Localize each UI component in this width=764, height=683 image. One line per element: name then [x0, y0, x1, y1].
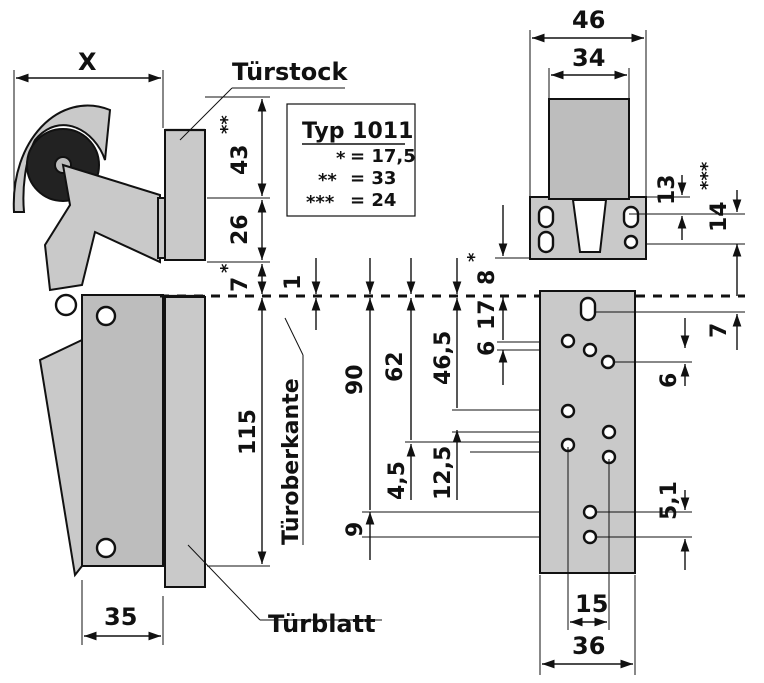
- dim-43: 43: [228, 144, 253, 175]
- dim-12-5: 12,5: [431, 446, 456, 500]
- bracket-body: [548, 98, 630, 200]
- bracket-top-view: [529, 98, 647, 260]
- type-table-mark: ***: [306, 192, 335, 213]
- dim-36: 36: [572, 632, 605, 660]
- dim-43-mark: **: [217, 115, 238, 134]
- mounting-plate: [539, 290, 636, 574]
- label-x: X: [78, 48, 97, 76]
- type-table-value: = 24: [350, 190, 396, 211]
- mounting-hole: [582, 342, 598, 358]
- dim-8: 8: [475, 270, 500, 285]
- mounting-hole: [560, 333, 576, 349]
- housing-screw-top: [95, 305, 117, 327]
- housing-screw-bottom: [95, 537, 117, 559]
- dim-115: 115: [236, 409, 261, 455]
- type-table-value: = 17,5: [350, 146, 416, 167]
- dim-13: 13: [655, 174, 680, 205]
- dim-46-5: 46,5: [431, 331, 456, 385]
- type-table-mark: *: [336, 148, 346, 169]
- type-table-value: = 33: [350, 168, 396, 189]
- label-tuerblatt: Türblatt: [268, 610, 376, 638]
- mounting-hole: [600, 354, 616, 370]
- dim-34: 34: [572, 44, 605, 72]
- mounting-hole: [582, 529, 598, 545]
- dim-14-mark: ***: [697, 161, 718, 190]
- dim-62: 62: [383, 351, 408, 382]
- mounting-slot-top: [579, 296, 597, 322]
- mounting-hole: [582, 504, 598, 520]
- dim-26: 26: [228, 214, 253, 245]
- dim-4-5: 4,5: [385, 461, 410, 500]
- door-closer-side-view: [12, 104, 167, 578]
- dim-90: 90: [343, 364, 368, 395]
- type-table-mark: **: [318, 170, 337, 191]
- bracket-slot-right: [622, 205, 640, 229]
- type-table-box: [286, 103, 416, 217]
- mounting-hole: [601, 424, 617, 440]
- dim-6r: 6: [657, 373, 682, 388]
- dim-7-mark: *: [217, 263, 238, 273]
- dim-9: 9: [343, 522, 368, 537]
- dim-6a: 6: [475, 341, 500, 356]
- closer-housing: [81, 294, 164, 567]
- roller-hook: [12, 104, 112, 213]
- mounting-hole: [560, 403, 576, 419]
- dim-7: 7: [228, 277, 253, 292]
- label-tuerstock: Türstock: [232, 58, 348, 86]
- door-frame: [164, 129, 206, 261]
- dim-46: 46: [572, 6, 605, 34]
- dim-14: 14: [707, 201, 732, 232]
- arm-pivot-hole: [54, 293, 78, 317]
- mounting-plate-body: [539, 290, 636, 574]
- dim-17: 17: [475, 299, 500, 330]
- dim-5-1: 5,1: [657, 481, 682, 520]
- dim-15: 15: [575, 590, 608, 618]
- dim-35: 35: [104, 603, 137, 631]
- closer-cylinder: [38, 338, 83, 578]
- door-leaf: [164, 296, 206, 588]
- dim-7r: 7: [707, 323, 732, 338]
- dim-1: 1: [281, 275, 306, 290]
- label-tuerberkante: Türoberkante: [279, 378, 304, 545]
- bracket-slot-left: [537, 205, 555, 229]
- type-table: Typ 1011 * = 17,5 ** = 33 *** = 24: [286, 103, 416, 217]
- type-table-title: Typ 1011: [302, 119, 413, 144]
- dim-8-mark: *: [464, 252, 485, 262]
